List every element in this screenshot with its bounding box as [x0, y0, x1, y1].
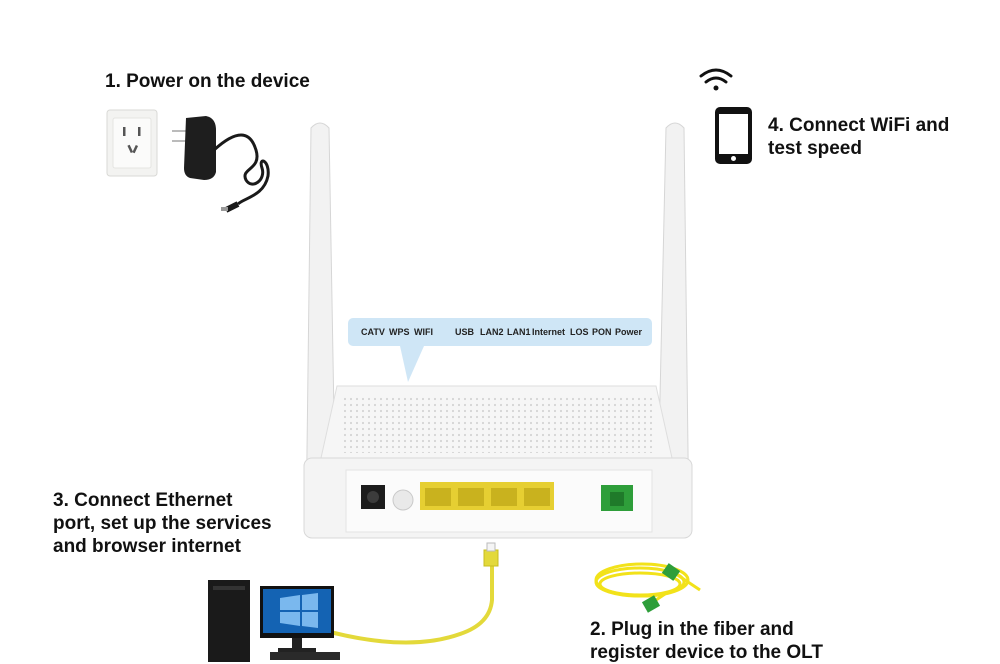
step-ethernet-line-2: port, set up the services: [53, 513, 272, 534]
step-ethernet-line-3: and browser internet: [53, 536, 241, 557]
power-socket-icon: [106, 109, 158, 177]
step-ethernet-line-1: 3. Connect Ethernet: [53, 490, 233, 511]
step-wifi-line-2: test speed: [768, 138, 862, 159]
led-label-wifi: WIFI: [414, 327, 433, 337]
led-label-pon: PON: [592, 327, 612, 337]
router: [303, 122, 693, 539]
led-label-catv: CATV: [361, 327, 385, 337]
ethernet-cable: [329, 542, 499, 645]
wifi-icon: [699, 68, 733, 91]
step-power-on: 1. Power on the device: [105, 70, 310, 93]
step-connect-ethernet: 3. Connect Ethernet port, set up the ser…: [53, 489, 313, 558]
led-label-power: Power: [615, 327, 643, 337]
step-power-on-text: 1. Power on the device: [105, 71, 310, 92]
step-connect-wifi: 4. Connect WiFi and test speed: [768, 114, 988, 160]
led-indicator-callout: [348, 318, 652, 346]
led-label-internet: Internet: [532, 327, 566, 337]
led-label-lan1: LAN1: [507, 327, 531, 337]
step-plug-fiber: 2. Plug in the fiber and register device…: [590, 618, 890, 664]
power-adapter-icon: [172, 116, 270, 213]
led-label-usb: USB: [455, 327, 475, 337]
callout-pointer: [400, 346, 424, 382]
led-label-lan2: LAN2: [480, 327, 504, 337]
led-label-wps: WPS: [389, 327, 410, 337]
desktop-computer-icon: [208, 580, 340, 662]
step-wifi-line-1: 4. Connect WiFi and: [768, 115, 950, 136]
fiber-connector: [641, 563, 681, 613]
led-label-los: LOS: [570, 327, 589, 337]
phone-icon: [715, 107, 752, 164]
step-fiber-line-1: 2. Plug in the fiber and: [590, 619, 794, 640]
fiber-patch-cord: [594, 562, 701, 606]
step-fiber-line-2: register device to the OLT: [590, 642, 823, 663]
